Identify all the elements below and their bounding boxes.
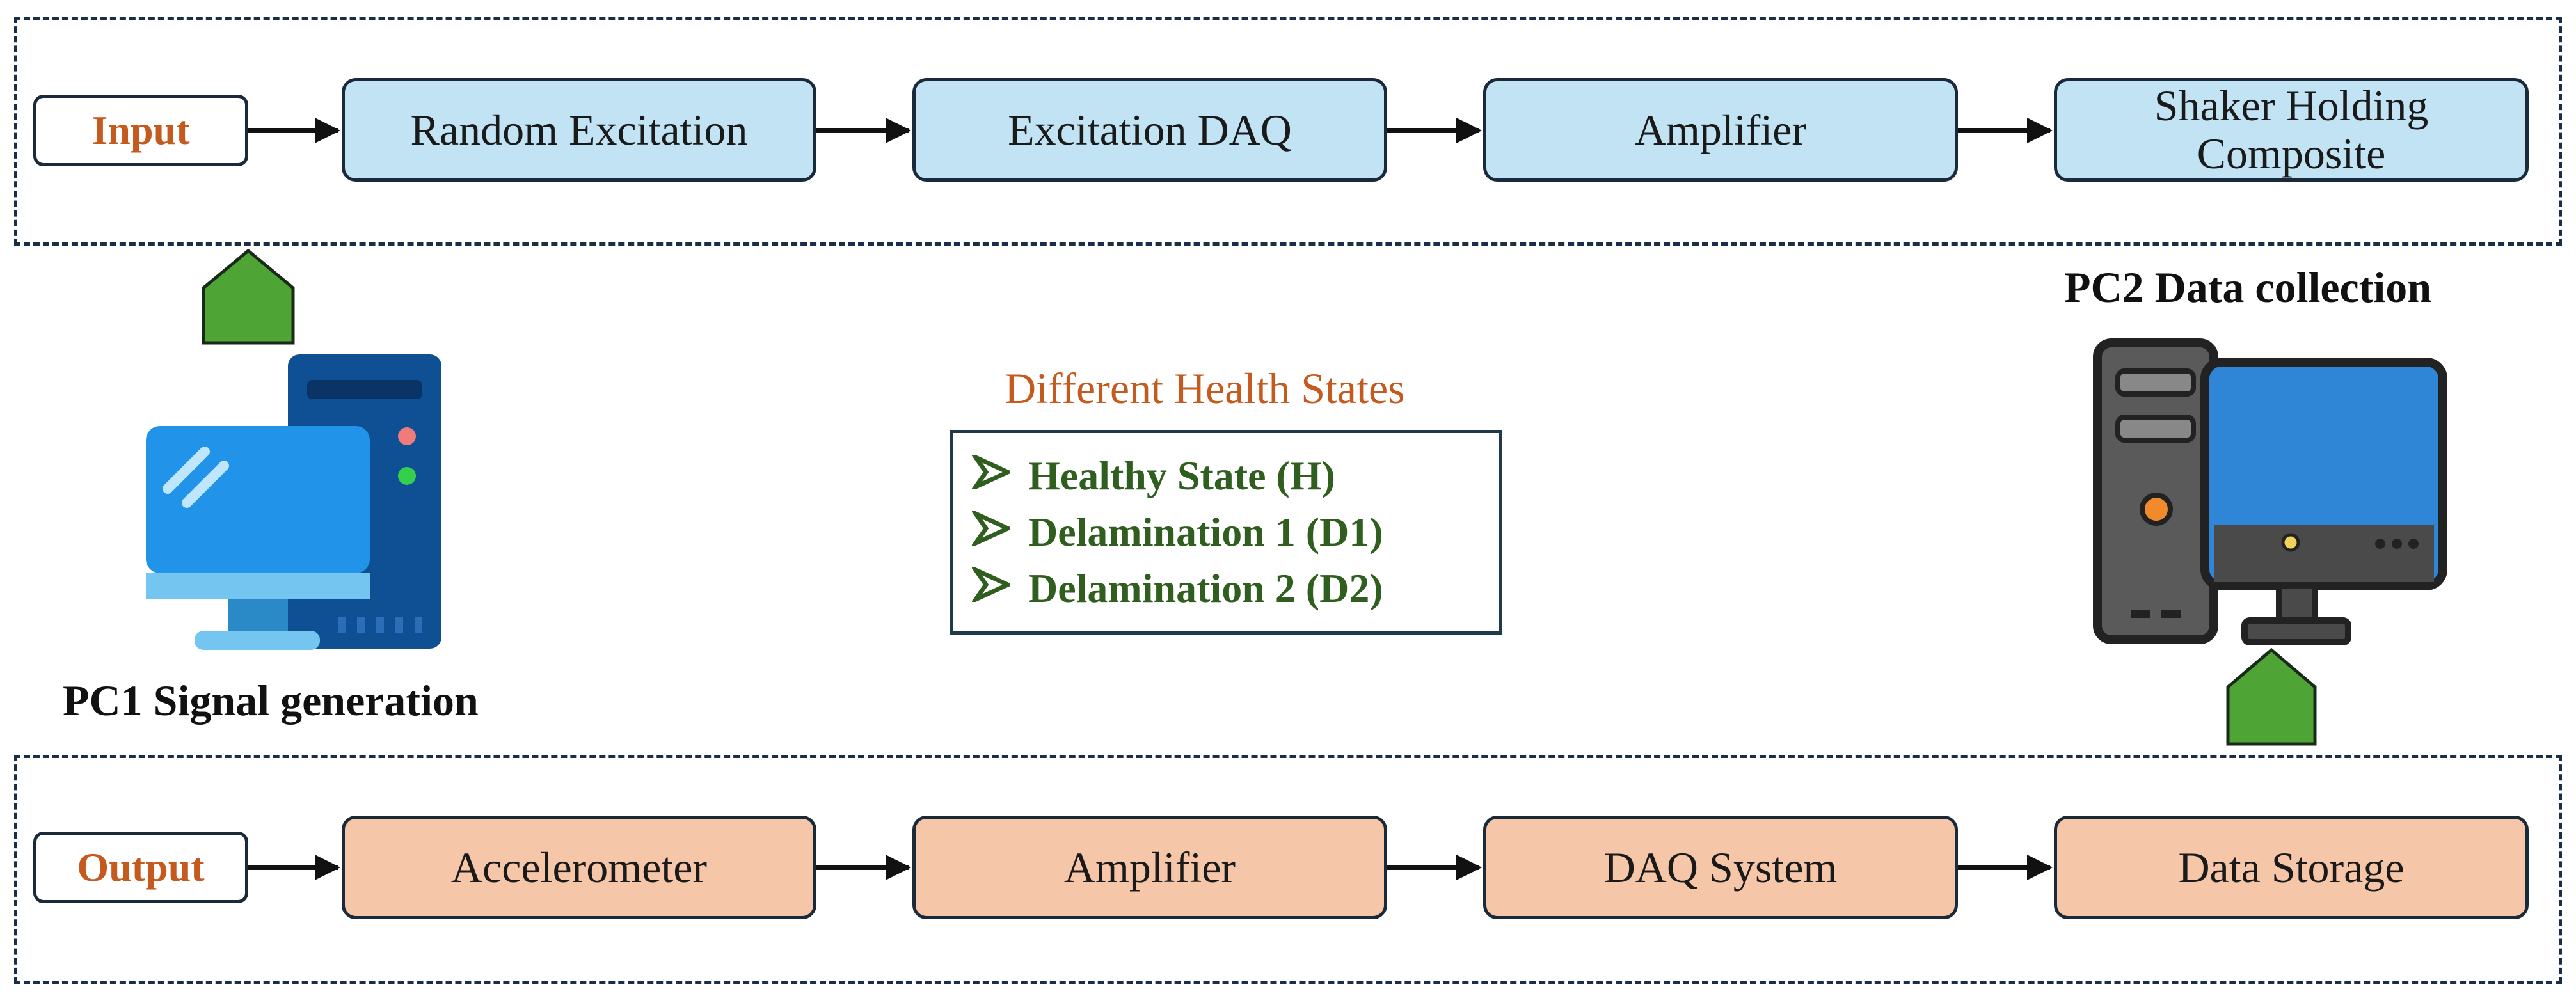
output-step-amplifier: Amplifier: [912, 816, 1387, 919]
health-states-title: Different Health States: [1005, 364, 1405, 413]
output-step-accelerometer: Accelerometer: [342, 816, 816, 919]
input-step-amplifier: Amplifier: [1483, 78, 1958, 182]
health-state-item: Healthy State (H): [969, 452, 1335, 500]
input-step-excitation-daq: Excitation DAQ: [912, 78, 1387, 182]
health-state-delamination-1: Delamination 1 (D1): [1028, 509, 1383, 555]
pc2-computer-icon: [2093, 338, 2447, 645]
health-state-item: Delamination 1 (D1): [969, 508, 1383, 556]
output-step-data-storage: Data Storage: [2054, 816, 2529, 919]
pc1-computer-icon: [146, 354, 441, 650]
input-step-random-excitation: Random Excitation: [342, 78, 816, 182]
output-label: Output: [33, 832, 248, 903]
arrow-bullet-icon: [969, 564, 1014, 612]
output-step-daq-system: DAQ System: [1483, 816, 1958, 919]
pc2-label: PC2 Data collection: [2064, 263, 2432, 312]
up-arrow-pc2: [2226, 647, 2317, 746]
output-panel: [14, 755, 2562, 984]
up-arrow-pc1: [202, 248, 295, 345]
health-state-delamination-2: Delamination 2 (D2): [1028, 565, 1383, 611]
health-states-box: Healthy State (H) Delamination 1 (D1) De…: [950, 430, 1502, 635]
input-panel: [14, 17, 2562, 246]
health-state-item: Delamination 2 (D2): [969, 564, 1383, 612]
arrow-bullet-icon: [969, 452, 1014, 500]
input-step-shaker-holding-composite: Shaker Holding Composite: [2054, 78, 2529, 182]
arrow-bullet-icon: [969, 508, 1014, 556]
input-label: Input: [33, 95, 248, 166]
pc1-label: PC1 Signal generation: [63, 676, 479, 725]
health-state-healthy: Healthy State (H): [1028, 453, 1335, 498]
